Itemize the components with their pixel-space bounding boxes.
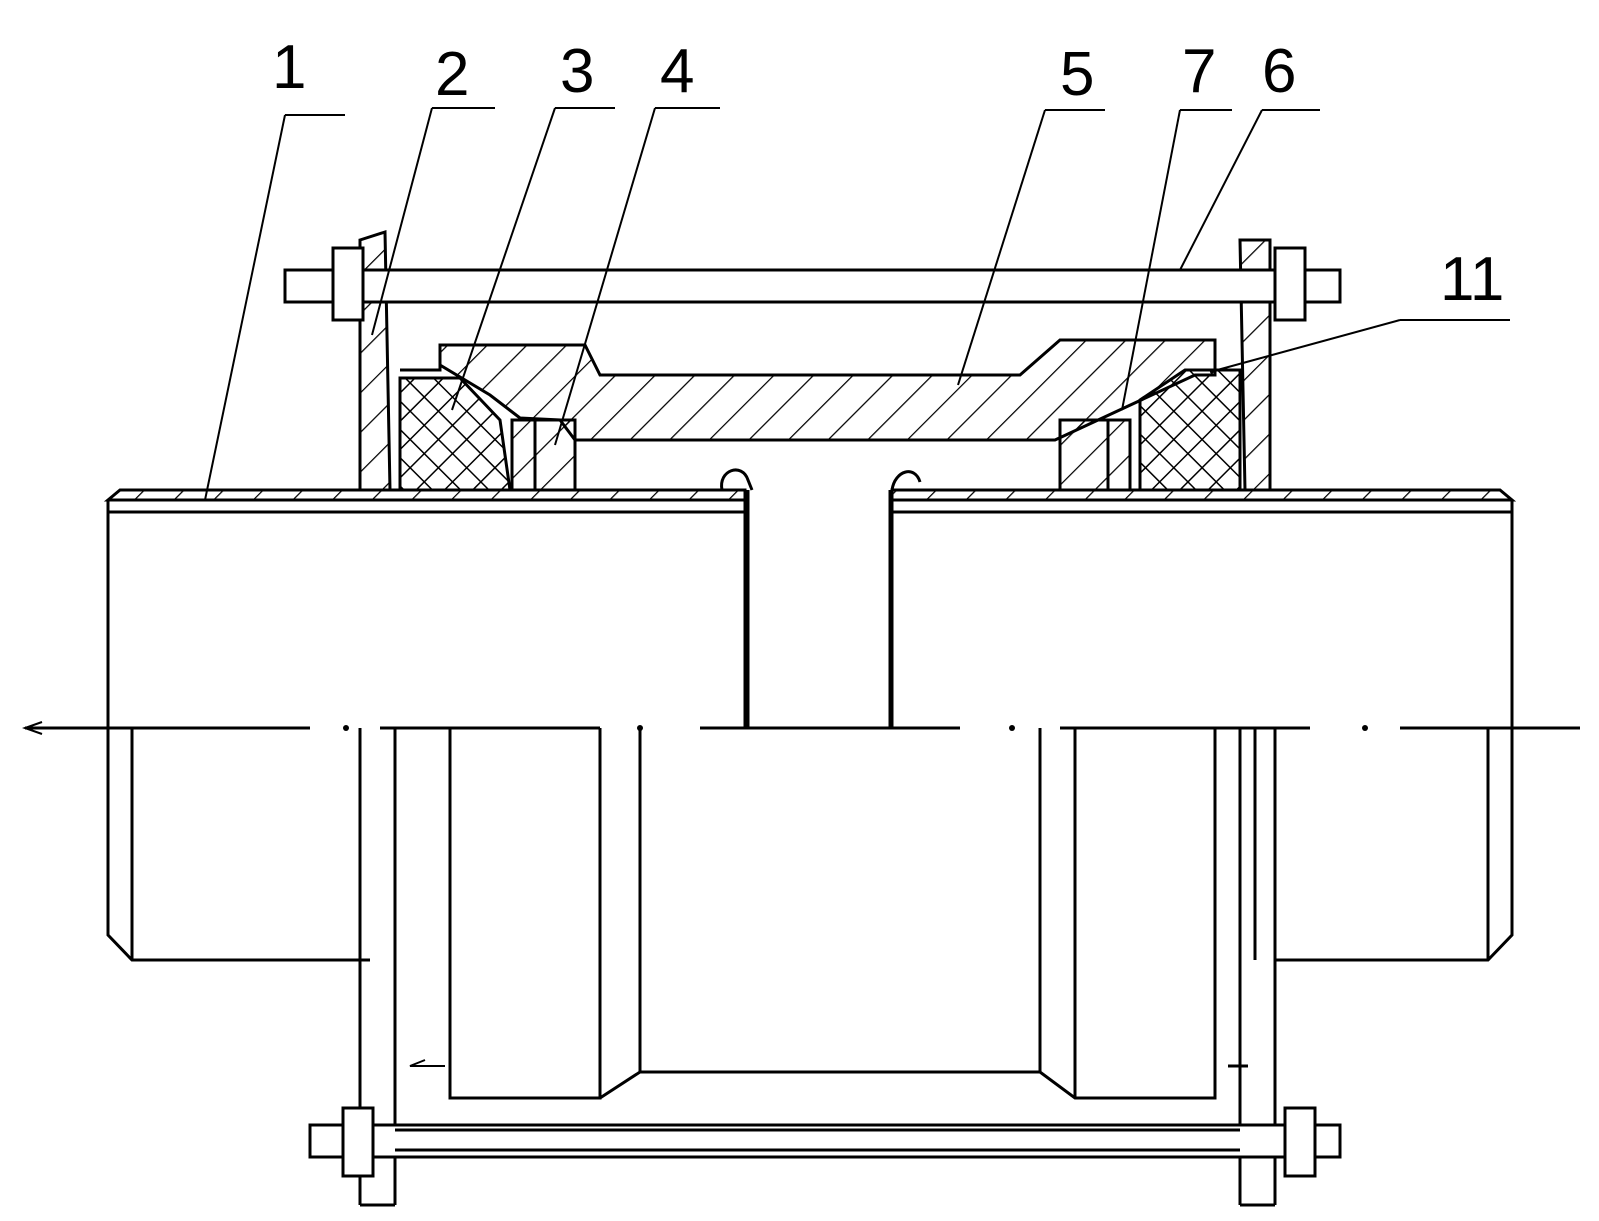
tie-rod-top	[283, 246, 1342, 322]
label-part-11: 11	[1440, 245, 1504, 314]
label-part-2: 2	[435, 40, 469, 109]
right-seal-ring	[1138, 368, 1242, 492]
label-part-4: 4	[660, 37, 694, 106]
center-axis-line	[21, 721, 1580, 735]
left-pressure-ring	[510, 418, 577, 492]
tie-rod-bottom	[308, 1106, 1342, 1178]
label-part-1: 1	[272, 33, 306, 102]
lower-sleeve-outline	[409, 728, 1257, 1100]
left-flange	[358, 229, 397, 1207]
leader-lines	[204, 107, 1510, 501]
label-part-7: 7	[1182, 37, 1216, 106]
label-part-3: 3	[560, 37, 594, 106]
right-flange	[1238, 238, 1277, 1207]
left-pipe	[103, 468, 754, 962]
right-pipe	[890, 470, 1517, 962]
label-part-5: 5	[1060, 40, 1094, 109]
part-labels: 1 2 3 4 5 7 6 11	[272, 33, 1504, 314]
right-pressure-ring	[1058, 418, 1132, 492]
label-part-6: 6	[1262, 37, 1296, 106]
center-spacer	[400, 338, 1217, 728]
left-seal-ring	[398, 376, 512, 492]
